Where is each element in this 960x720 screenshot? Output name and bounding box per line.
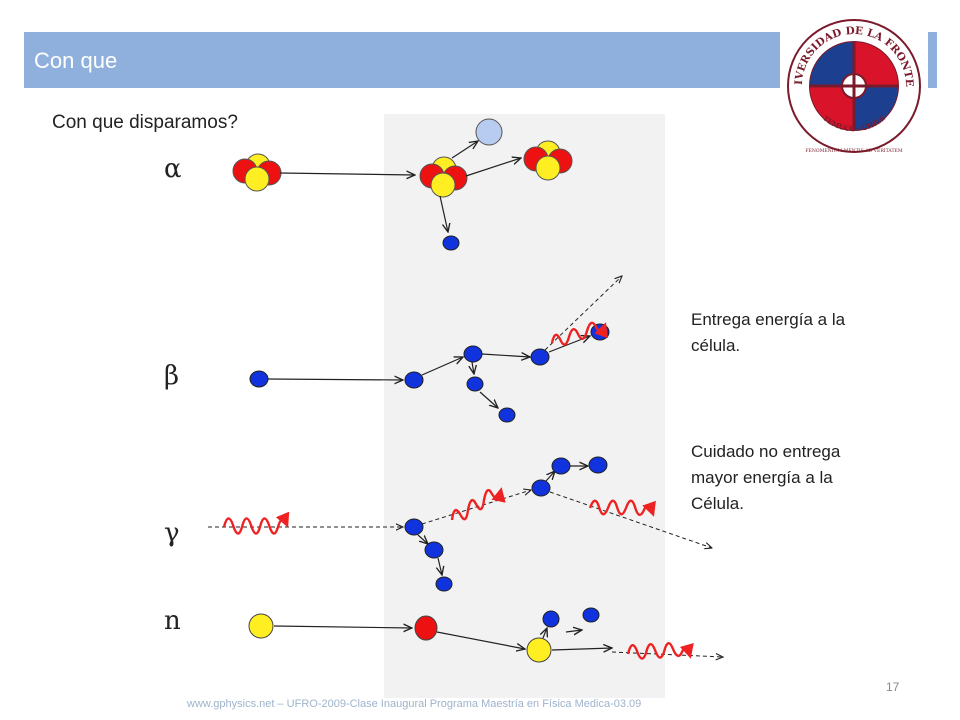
alpha-particle-incoming xyxy=(232,153,282,192)
neutron-incoming xyxy=(248,613,274,639)
recoil-particle xyxy=(475,118,503,146)
slide-subtitle: Con que disparamos? xyxy=(52,112,238,133)
beta-note-line1: Entrega energía a la xyxy=(691,310,846,329)
alpha-target-nucleus xyxy=(419,156,468,198)
recoil-proton xyxy=(414,615,438,641)
gamma-note-line3: Célula. xyxy=(691,494,744,513)
beta-label: β xyxy=(164,361,180,391)
alpha-label: α xyxy=(164,154,182,184)
gamma-photon-scattered xyxy=(588,499,656,517)
gamma-label: γ xyxy=(164,518,180,548)
target-medium xyxy=(384,114,665,698)
university-logo: UNIVERSIDAD DE LA FRONTERA TEMUCO · CHIL… xyxy=(775,3,928,160)
gamma-note-line2: mayor energía a la xyxy=(691,468,833,487)
gamma-note: Cuidado no entrega mayor energía a la Cé… xyxy=(691,439,911,517)
footer-text: www.gphysics.net – UFRO-2009-Clase Inaug… xyxy=(187,698,642,710)
page-number: 17 xyxy=(886,680,900,694)
alpha-track xyxy=(279,173,415,175)
beta-bremsstrahlung-photon xyxy=(550,321,608,346)
beta-particle-incoming xyxy=(249,370,269,388)
neutron-label: n xyxy=(164,606,181,636)
beta-note-line2: célula. xyxy=(691,336,741,355)
beta-note: Entrega energía a la célula. xyxy=(691,307,911,359)
slide-title: Con que xyxy=(34,48,118,73)
ejected-electron xyxy=(442,235,460,251)
gamma-note-line1: Cuidado no entrega xyxy=(691,442,841,461)
logo-text-bottom: FENOMENIUM MENTIS AD VERITATEM xyxy=(805,148,903,154)
neutron-gamma-photon xyxy=(626,642,694,660)
alpha-particle-scattered xyxy=(523,140,573,181)
gamma-photon-incoming xyxy=(222,511,290,535)
